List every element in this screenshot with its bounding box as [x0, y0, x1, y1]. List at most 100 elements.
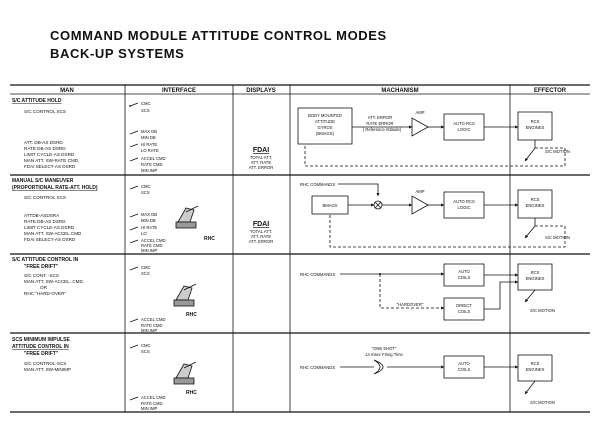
r1-gyros-label: BODY MOUNTED — [308, 113, 342, 118]
r2-iface-option: MIN IMP — [141, 248, 157, 253]
r2-heading: MANUAL S/C MANEUVER — [12, 178, 74, 184]
switch-lever — [129, 239, 139, 244]
row-min-impulse: SCS MINIMUM IMPULSE ATTITUDE CONTROL IN … — [12, 337, 555, 411]
r2-amp-triangle — [411, 195, 429, 215]
r2-iface-option: HI RATE — [141, 225, 157, 230]
r2-man-line: RATE DB-AS DSRD — [24, 219, 66, 224]
r4-one-shot-label: "ONE SHOT" — [372, 346, 397, 351]
r2-engines-label: RCS — [531, 197, 540, 202]
r1-iface-option: LO RATE — [141, 148, 159, 153]
r4-heading: SCS MINIMUM IMPULSE — [12, 337, 70, 343]
r1-amp-triangle — [411, 117, 429, 137]
r2-bmags-label: BMAGS — [322, 203, 337, 208]
r1-man-line: ATT. DB-AS DSRD — [24, 140, 63, 145]
switch-lever — [129, 318, 139, 323]
r2-logic-label: LOGIC — [457, 205, 470, 210]
r4-motion-arrow — [524, 380, 536, 395]
r2-iface-option: LO — [141, 231, 147, 236]
r1-iface-option: SCS — [141, 108, 150, 113]
r4-rhc-commands: RHC COMMANDS — [300, 365, 335, 370]
r3-direct-coils-label: COILS — [458, 309, 471, 314]
r1-iface-option: MIN IMP — [141, 168, 157, 173]
r3-direct-arrow — [484, 280, 519, 310]
switch-lever — [129, 266, 139, 271]
r3-heading: "FREE DRIFT" — [24, 264, 59, 270]
r1-iface-option: ACCEL CMD — [141, 156, 166, 161]
r1-gyros-label: GYROS — [317, 125, 332, 130]
r3-direct-coils-label: DIRECT — [456, 303, 472, 308]
r3-engines-label: RCS — [531, 270, 540, 275]
r2-junction-cross — [374, 201, 382, 209]
r4-auto-coils-label: COILS — [458, 367, 471, 372]
switch-lever — [129, 157, 139, 162]
r1-signal-label: ATT. ERROR — [368, 115, 393, 120]
r2-display-sub: ATT. RATE — [251, 234, 272, 239]
r2-man-line: LIMIT CYCLE-AS DSRD — [24, 225, 75, 230]
r2-iface-option: RATE CMD — [141, 243, 163, 248]
r2-heading: (PROPORTIONAL RATE-ATT. HOLD) — [12, 185, 98, 191]
row-attitude-hold: S/C ATTITUDE HOLD S/C CONTROL SCS ATT. D… — [12, 98, 570, 173]
r3-man-line: OR — [40, 285, 48, 290]
r1-motion-label: S/C MOTION — [545, 149, 570, 154]
r3-heading: S/C ATTITUDE CONTROL IN — [12, 257, 79, 263]
rhc-hand-controller-icon — [173, 283, 197, 307]
r3-man-line: RHC "HARD-OVER" — [24, 291, 66, 296]
r1-fdai-display: FDAI — [253, 147, 269, 154]
col-header-effector: EFFECTOR — [534, 88, 567, 94]
r1-gyros-box — [297, 107, 353, 145]
r1-iface-option: RATE CMD — [141, 162, 163, 167]
r2-engines-label: ENGINES — [526, 203, 545, 208]
r1-display-sub: TOTAL ATT. — [250, 155, 272, 160]
r3-hardover-path — [379, 274, 445, 310]
r3-engines-label: ENGINES — [526, 276, 545, 281]
r3-iface-option: RATE CMD — [141, 323, 163, 328]
r2-display-sub: TOTAL ATT. — [250, 229, 272, 234]
r1-display-sub: ATT. RATE — [251, 160, 272, 165]
r1-gyros-label: ATTITUDE — [315, 119, 335, 124]
r3-auto-coils-label: COILS — [458, 275, 471, 280]
r2-iface-option: MAX DB — [141, 212, 157, 217]
r3-man-line: MAN ATT. SW-ACCEL. CMD. — [24, 279, 84, 284]
r1-iface-option: MIN DB — [141, 135, 156, 140]
rhc-hand-controller-icon — [175, 205, 199, 229]
r3-motion-arrow — [524, 289, 536, 303]
r3-iface-option: ACCEL CMD — [141, 317, 166, 322]
r3-iface-option: MIN IMP — [141, 328, 157, 333]
r4-iface-option: RATE CMD. — [141, 401, 164, 406]
r1-man-line: MAN ATT. SW-RATE CMD, — [24, 158, 79, 163]
r4-engines-label: RCS — [531, 361, 540, 366]
r1-iface-option: HI RATE — [141, 142, 157, 147]
r3-iface-option: SCS — [141, 271, 150, 276]
r3-iface-option: CMC — [141, 265, 151, 270]
r2-feedback-loop — [329, 214, 566, 248]
r4-motion-label: S/C MOTION — [530, 400, 555, 405]
r2-motion-label: S/C MOTION — [545, 235, 570, 240]
col-header-interface: INTERFACE — [162, 88, 196, 94]
col-header-man: MAN — [60, 88, 74, 94]
switch-pivot — [129, 105, 131, 107]
r4-firing-label: 14 msec Firing Time — [365, 352, 403, 357]
r3-hardover-label: "HARDOVER" — [397, 302, 424, 307]
switch-lever — [129, 344, 139, 349]
r2-man-line: FDAI SELECT-AS DSRD — [24, 237, 76, 242]
r1-man-line: S/C CONTROL SCS — [24, 109, 66, 114]
page-subtitle: BACK-UP SYSTEMS — [50, 46, 185, 61]
r1-iface-option: MAX DB — [141, 129, 157, 134]
r4-engines-label: ENGINES — [526, 367, 545, 372]
r3-man-line: S/C CONT. -SCS — [24, 273, 59, 278]
r4-man-line: S/C CONTROL-SCS — [24, 361, 66, 366]
r1-display-sub: ATT. ERROR — [249, 165, 274, 170]
r2-rhc-label: RHC — [204, 236, 215, 242]
r4-iface-option: SCS — [141, 349, 150, 354]
r1-man-line: RATE DB-AS DSRD — [24, 146, 66, 151]
r1-heading: S/C ATTITUDE HOLD — [12, 98, 62, 104]
r2-iface-option: ACCEL CMD — [141, 238, 166, 243]
r2-fdai-display: FDAI — [253, 221, 269, 228]
r2-logic-label: AUTO RCS — [453, 199, 475, 204]
r1-logic-label: AUTO RCS — [453, 121, 475, 126]
r4-one-shot-symbol — [373, 359, 384, 375]
switch-lever — [129, 143, 139, 148]
r4-auto-coils-label: AUTO — [458, 361, 470, 366]
switch-lever — [129, 130, 139, 135]
